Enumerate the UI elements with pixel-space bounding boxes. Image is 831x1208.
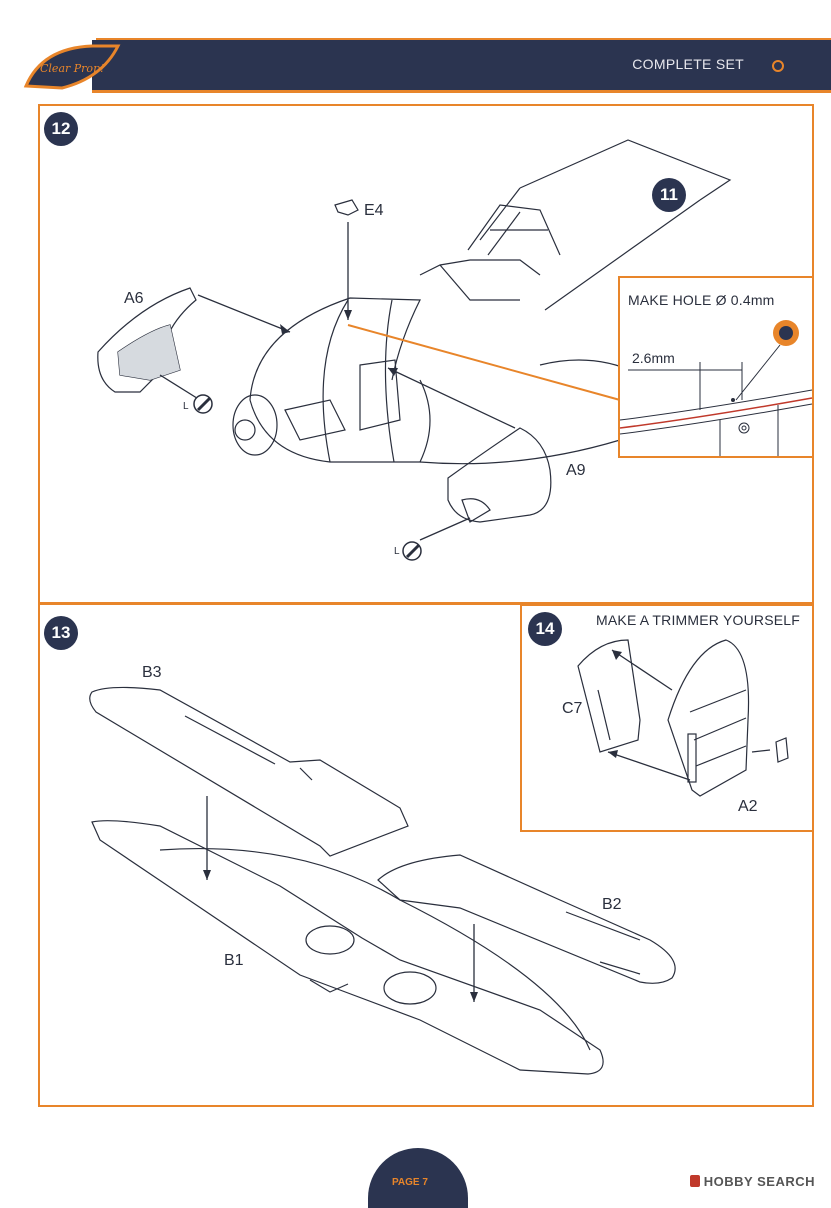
glue-icon-1 [193,394,213,414]
part-label-b3: B3 [142,664,162,681]
step-11-reference-badge: 11 [652,178,686,212]
step-14-panel [520,604,814,832]
glue-icon-2 [402,541,422,561]
glue-mark-label-2: L [394,546,400,557]
part-label-a9: A9 [566,462,586,479]
step-12-badge: 12 [44,112,78,146]
header-dot-icon [772,60,784,72]
svg-text:Clear Prop!: Clear Prop! [40,62,105,75]
dimension-label: 2.6mm [632,350,675,366]
part-label-e4: E4 [364,202,384,219]
watermark-text: HOBBY SEARCH [703,1174,815,1189]
part-label-b1: B1 [224,952,244,969]
hole-note: MAKE HOLE Ø 0.4mm [628,292,775,308]
part-label-c7: C7 [562,700,583,717]
glue-mark-label-1: L [183,401,189,412]
header-bar [92,40,831,93]
header-accent-stripe [96,38,831,41]
watermark: HOBBY SEARCH [689,1174,815,1189]
page-header: Clear Prop! COMPLETE SET [22,38,831,93]
hobby-search-icon [689,1175,700,1187]
part-label-a6: A6 [124,290,144,307]
trimmer-note: MAKE A TRIMMER YOURSELF [596,612,801,628]
clear-prop-logo: Clear Prop! [23,44,121,90]
part-label-b2: B2 [602,896,622,913]
step-13-panel [38,602,814,1107]
part-label-a2: A2 [738,798,758,815]
step-13-badge: 13 [44,616,78,650]
header-title: COMPLETE SET [632,56,744,72]
step-14-badge: 14 [528,612,562,646]
page-number: PAGE 7 [392,1177,428,1188]
